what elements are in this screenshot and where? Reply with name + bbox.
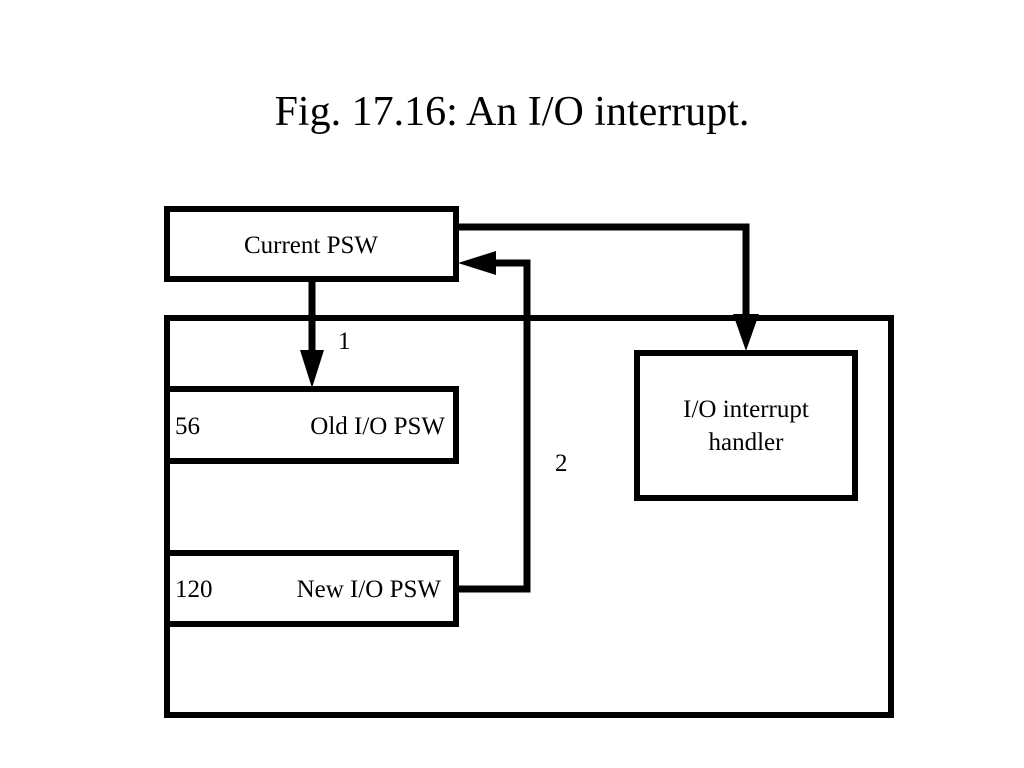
handler-label-line2: handler	[709, 429, 785, 456]
new-psw-box: 120 New I/O PSW	[164, 550, 459, 627]
step-2-label: 2	[555, 450, 568, 477]
old-psw-label: Old I/O PSW	[310, 413, 445, 440]
new-psw-label: New I/O PSW	[297, 576, 442, 603]
step-1-label: 1	[338, 328, 351, 355]
handler-label-line1: I/O interrupt	[683, 396, 809, 423]
current-psw-box: Current PSW	[164, 206, 459, 282]
new-psw-address: 120	[175, 576, 213, 603]
handler-box: I/O interrupt handler	[634, 350, 858, 501]
old-psw-box: 56 Old I/O PSW	[164, 386, 459, 464]
arrow-step-2	[456, 251, 531, 593]
old-psw-address: 56	[175, 413, 200, 440]
arrow-step-1	[300, 281, 324, 388]
arrow-to-handler	[456, 223, 759, 351]
current-psw-label: Current PSW	[244, 232, 378, 259]
figure-title: Fig. 17.16: An I/O interrupt.	[274, 89, 750, 135]
